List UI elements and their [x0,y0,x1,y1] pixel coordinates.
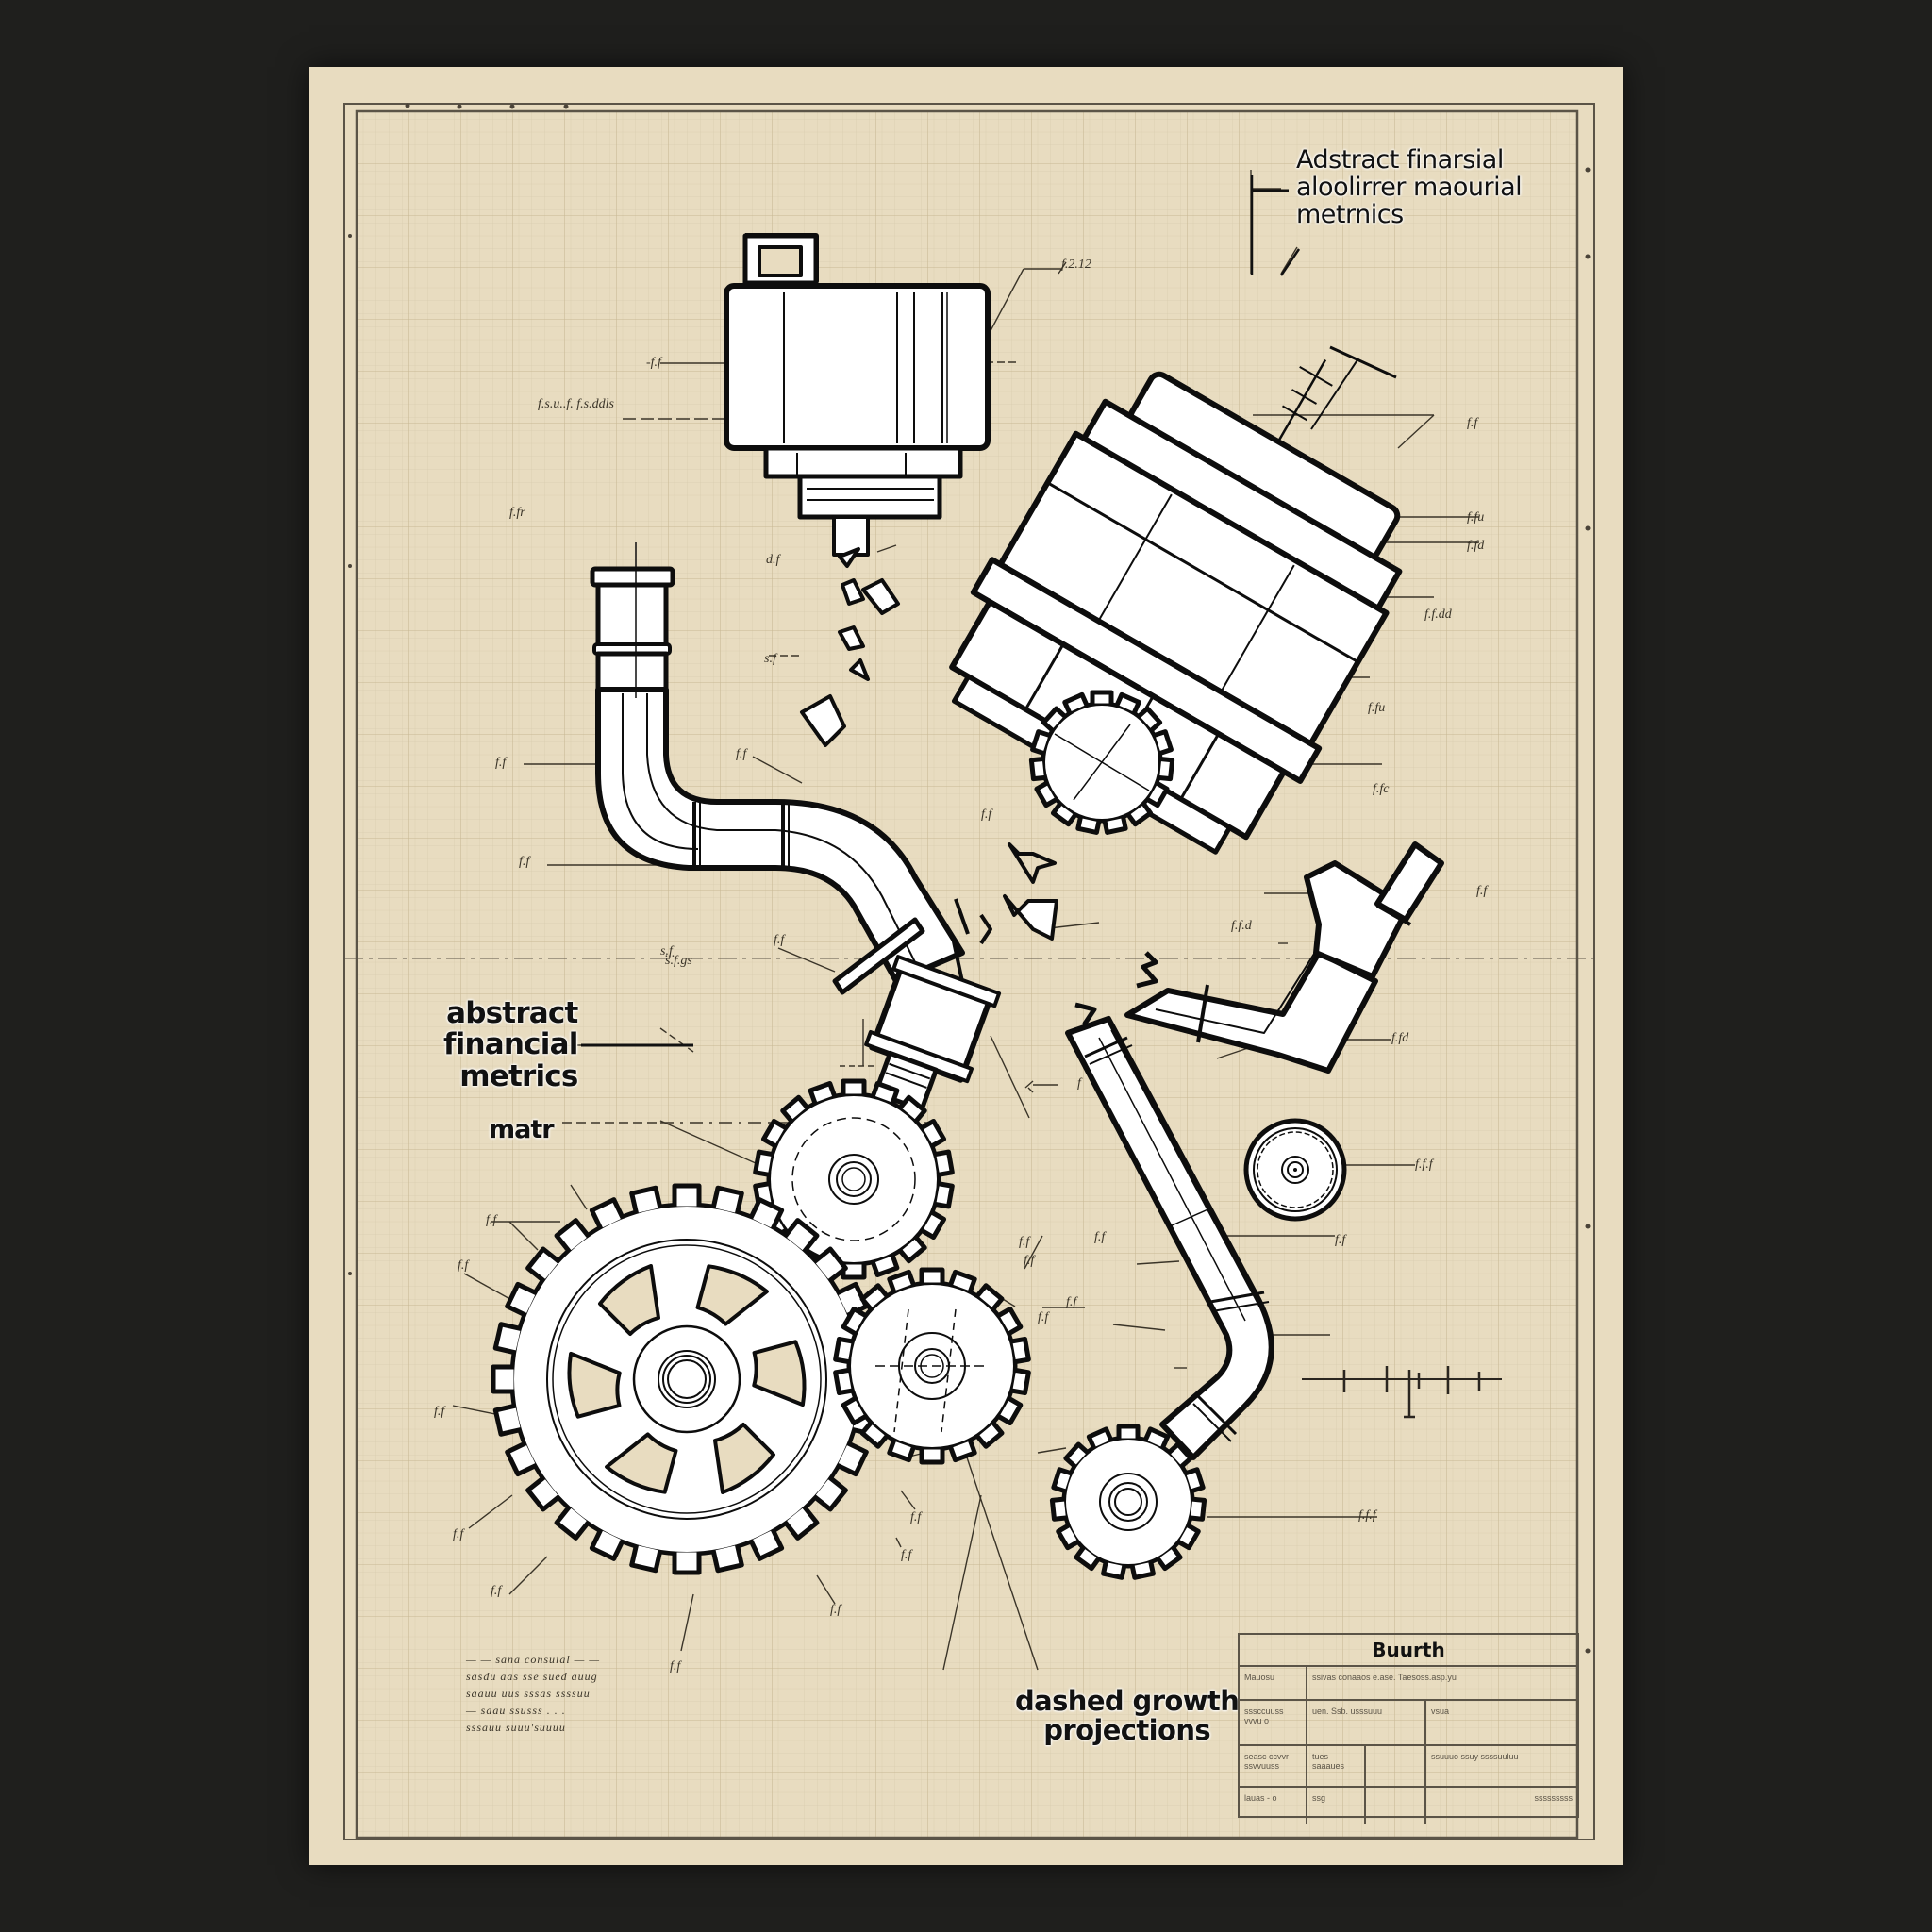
svg-text:f.f: f.f [1335,1233,1347,1247]
long-pipe-center [1065,1016,1274,1460]
annotation-bottom: dashed growth projections [1015,1685,1240,1747]
title-block-cell: ssuuuo ssuy ssssuuluu [1431,1752,1519,1761]
svg-text:f.f: f.f [670,1659,682,1674]
scale-bar [1302,1366,1502,1419]
title-block-cell: vsua [1431,1707,1450,1716]
svg-text:f.f: f.f [774,933,786,947]
annotation-bottom-line1: dashed growth [1015,1685,1240,1717]
svg-text:f.f.dd: f.f.dd [1424,608,1453,622]
title-block-cell: seasc ccvvr ssvvuuss [1240,1746,1307,1786]
title-block-row: sssccuuss vvvu o uen. Ssb. usssuuu vsua [1240,1701,1577,1746]
note-line: — saau ssusss . . . [466,1704,566,1717]
note-line: sasdu aas sse sued auug [466,1670,598,1683]
border-ticks [348,103,1591,1654]
title-block-cell: sssccuuss vvvu o [1240,1701,1307,1744]
svg-text:f.f: f.f [736,747,748,761]
svg-text:f.f: f.f [453,1527,465,1541]
svg-text:f.fu: f.fu [1467,510,1484,525]
title-block-cell: ssg [1307,1788,1366,1824]
annotation-top-right-line1: Adstract finarsial [1296,145,1504,175]
title-block-cell: ssivas conaaos e.ase. Taesoss.asp.yu [1312,1673,1457,1682]
svg-text:s.f: s.f [660,944,675,958]
title-block-cell: tues saaaues [1307,1746,1366,1786]
svg-text:f.f: f.f [519,855,531,869]
large-gear [491,1183,883,1575]
svg-text:f.f: f.f [491,1584,503,1598]
svg-text:f.f: f.f [1094,1230,1107,1244]
annotation-left-line2: financial [443,1027,578,1062]
svg-text:f.2.12: f.2.12 [1061,258,1091,272]
svg-text:f.fd: f.fd [1467,539,1485,553]
svg-text:f.f: f.f [495,756,508,770]
svg-text:-f.f: -f.f [646,356,663,370]
medium-gear-upper [1028,690,1175,835]
handwritten-notes: — — sana consuial — — sasdu aas sse sued… [466,1651,645,1736]
title-block-cell: uen. Ssb. usssuuu [1307,1701,1426,1744]
label-bracket [1250,175,1301,276]
title-block-row: lauas - o ssg sssssssss [1240,1788,1577,1824]
title-block-cell [1366,1788,1426,1824]
annotation-top-right: Adstract finarsial aloolirrer maourial m… [1296,145,1523,230]
title-block-cell [1366,1746,1426,1786]
svg-text:d.f: d.f [766,553,782,567]
svg-text:...: ... [665,946,675,960]
annotation-left-line3: metrics [459,1058,578,1093]
svg-text:f.fd: f.fd [1391,1031,1409,1045]
svg-text:f.f: f.f [910,1510,923,1524]
annotation-left-sub: matr [489,1115,555,1144]
debris-fragments [800,547,1158,1040]
title-block-cell: Mauosu [1240,1667,1307,1699]
svg-text:f.f: f.f [1066,1295,1078,1309]
svg-text:f.f: f.f [434,1405,446,1419]
svg-text:f.f: f.f [1019,1235,1031,1249]
svg-text:f.f: f.f [486,1213,498,1227]
svg-text:f.fu: f.fu [1368,701,1385,715]
svg-text:s.f: s.f [764,652,778,666]
svg-text:s.f.gs: s.f.gs [665,954,692,968]
title-block-row: seasc ccvvr ssvvuuss tues saaaues ssuuuo… [1240,1746,1577,1788]
note-line: — — sana consuial — — [466,1653,601,1666]
title-block-cell: sssssssss [1534,1793,1574,1803]
svg-text:f.f.f: f.f.f [1358,1508,1378,1523]
svg-text:f.f: f.f [1038,1310,1050,1324]
svg-text:f.f: f.f [1467,416,1479,430]
annotation-left-line1: abstract [446,996,578,1030]
motor-housing-top [724,233,991,557]
annotation-left: abstract financial metrics [443,996,578,1093]
svg-text:f.f: f.f [830,1603,842,1617]
small-gear-bottom [1049,1424,1208,1580]
dimension-marks: f.2.12 -f.f f.s.u..f. f.s.ddls f.fr d.f … [434,258,1489,1674]
svg-text:f.f.f: f.f.f [1415,1158,1435,1172]
annotation-bottom-line2: projections [1043,1714,1211,1747]
svg-text:f.f: f.f [458,1258,470,1273]
svg-text:f.fc: f.fc [1373,782,1390,796]
svg-text:f: f [1077,1076,1083,1091]
note-line: saauu uus sssas ssssuu [466,1687,591,1700]
parts [491,233,1444,1580]
elbow-pipe-right [1124,841,1444,1074]
annotation-top-right-line3: metrnics [1296,200,1404,230]
medium-gear-lower [833,1267,1031,1465]
svg-text:f.s.u..f. f.s.ddls: f.s.u..f. f.s.ddls [538,397,614,411]
title-block-row: Mauosu ssivas conaaos e.ase. Taesoss.asp… [1240,1667,1577,1701]
title-block: Buurth Mauosu ssivas conaaos e.ase. Taes… [1238,1633,1579,1824]
svg-text:f.f.d: f.f.d [1231,919,1253,933]
title-block-title: Buurth [1240,1635,1577,1667]
annotation-top-right-line2: aloolirrer maourial [1296,173,1523,203]
note-line: sssauu suuu'suuuu [466,1721,566,1734]
svg-text:f.f: f.f [1476,884,1489,898]
svg-text:f.f: f.f [1024,1254,1036,1268]
elbow-pipe-left [590,542,965,995]
title-block-cell: lauas - o [1240,1788,1307,1824]
pulley-disc [1243,1118,1347,1222]
svg-text:f.f: f.f [901,1548,913,1562]
svg-text:f.f: f.f [981,808,993,822]
svg-text:f.fr: f.fr [509,506,525,520]
coupling [864,936,1002,1112]
drawing-border [343,103,1595,1840]
